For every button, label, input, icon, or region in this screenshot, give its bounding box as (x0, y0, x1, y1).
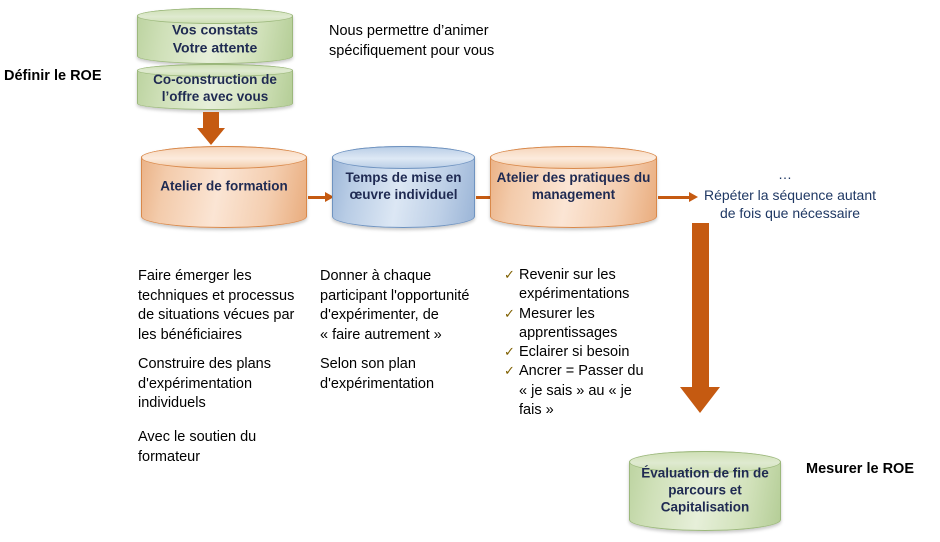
column-1-paragraph-3: Avec le soutien du formateur (138, 429, 257, 465)
cylinder-label: Vos constats Votre attente (171, 21, 259, 56)
loop-note-ellipsis: … (778, 166, 793, 182)
checklist-item: ✓ Eclairer si besoin (504, 343, 674, 362)
checklist-item-label: Eclairer si besoin (519, 344, 630, 361)
arrow-pratiques-to-loop-note (658, 192, 698, 202)
cylinder-atelier-de-formation[interactable]: Atelier de formation (141, 146, 307, 228)
checklist-item: ✓ Ancrer = Passer du « je sais » au « je… (504, 362, 674, 420)
cylinder-cap (137, 64, 293, 77)
cylinder-vos-constats[interactable]: Vos constats Votre attente (137, 8, 293, 64)
cylinder-cap (490, 146, 657, 169)
cylinder-cap (137, 8, 293, 24)
cylinder-label: Évaluation de fin de parcours et Capital… (641, 465, 769, 515)
check-icon: ✓ (504, 267, 515, 282)
check-icon: ✓ (504, 305, 515, 321)
loop-note-text: Répéter la séquence autant de fois que n… (703, 187, 876, 222)
cylinder-cap (141, 146, 307, 169)
cylinder-label: Atelier de formation (160, 178, 288, 194)
column-2-paragraph-1: Donner à chaque participant l'opportunit… (320, 268, 470, 343)
checklist-item-label: Revenir sur les expérimentations (519, 267, 630, 303)
check-icon: ✓ (504, 363, 515, 379)
check-icon: ✓ (504, 344, 515, 360)
checklist-item: ✓ Revenir sur les expérimentations (504, 266, 674, 305)
cylinder-evaluation-de-fin-de-parcours[interactable]: Évaluation de fin de parcours et Capital… (629, 451, 781, 531)
arrow-shaft (692, 223, 709, 387)
cylinder-label: Atelier des pratiques du management (496, 170, 651, 202)
column-1-paragraph-1: Faire émerger les techniques et processu… (138, 268, 295, 343)
cylinder-cap (332, 146, 475, 169)
cylinder-temps-de-mise-en-oeuvre[interactable]: Temps de mise en œuvre individuel (332, 146, 475, 228)
checklist-item-label: Ancrer = Passer du « je sais » au « je f… (519, 363, 644, 418)
cylinder-label: Temps de mise en œuvre individuel (345, 170, 462, 202)
checklist-item-label: Mesurer les apprentissages (519, 305, 618, 341)
cylinder-label: Co-construction de l’offre avec vous (153, 71, 277, 104)
arrow-head (680, 387, 720, 413)
cylinder-cap (629, 451, 781, 474)
label-mesurer-roe: Mesurer le ROE (806, 461, 914, 477)
arrow-formation-to-mise-en-oeuvre (308, 192, 334, 202)
arrow-head (197, 128, 225, 145)
column-2-paragraph-2: Selon son plan d'expérimentation (320, 356, 435, 392)
label-definir-roe: Définir le ROE (4, 68, 102, 84)
checklist-item: ✓ Mesurer les apprentissages (504, 305, 674, 344)
arrow-shaft (203, 112, 219, 130)
checklist: ✓ Revenir sur les expérimentations ✓ Mes… (504, 266, 674, 420)
cylinder-atelier-des-pratiques[interactable]: Atelier des pratiques du management (490, 146, 657, 228)
top-note-text: Nous permettre d’animer spécifiquement p… (329, 23, 495, 59)
cylinder-co-construction[interactable]: Co-construction de l’offre avec vous (137, 64, 293, 110)
column-1-paragraph-2: Construire des plans d'expérimentation i… (138, 356, 271, 412)
